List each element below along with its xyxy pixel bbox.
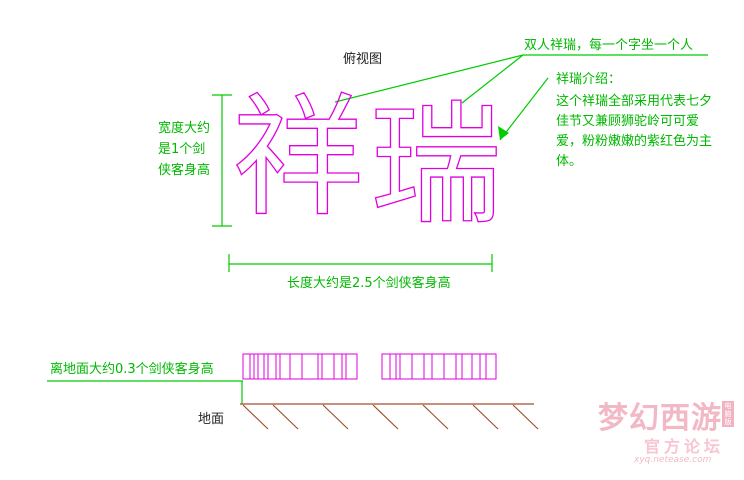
float-height-label: 离地面大约0.3个剑侠客身高: [50, 362, 214, 377]
height-dimension-bracket: [212, 94, 232, 227]
top-view-title: 俯视图: [343, 52, 383, 67]
glyph-rui-outline: 瑞: [369, 89, 502, 243]
height-dimension-label: 宽度大约是1个剑侠客身高: [158, 121, 211, 178]
ground-label: 地面: [198, 412, 225, 427]
glyph-xiang-outline: 祥: [231, 81, 364, 235]
game-logo: 梦幻西游 电脑版 官方论坛 xyq.netease.com: [592, 393, 740, 473]
length-dimension-label: 长度大约是2.5个剑侠客身高: [287, 276, 451, 291]
logo-title: 梦幻西游: [598, 401, 722, 436]
side-view-right-block: [381, 353, 497, 380]
name-note-label: 双人祥瑞，每一个字坐一个人: [524, 38, 694, 53]
name-leader-line-2: [461, 54, 524, 104]
intro-arrowhead: [498, 126, 509, 140]
intro-body: 这个祥瑞全部采用代表七夕佳节又兼顾狮驼岭可可爱爱，粉粉嫩嫩的紫红色为主体。: [556, 94, 713, 169]
ground-line: [240, 403, 539, 430]
length-dimension-bracket: [228, 254, 493, 272]
side-view-left-block: [242, 353, 358, 380]
name-leader-line: [334, 54, 524, 103]
leader-lines: [47, 54, 708, 404]
logo-subtitle: 官方论坛: [644, 437, 725, 456]
intro-title: 祥瑞介绍：: [556, 72, 622, 87]
intro-leader-line: [499, 77, 549, 141]
logo-url: xyq.netease.com: [634, 455, 712, 465]
logo-edition-badge: 电脑版: [722, 401, 734, 427]
